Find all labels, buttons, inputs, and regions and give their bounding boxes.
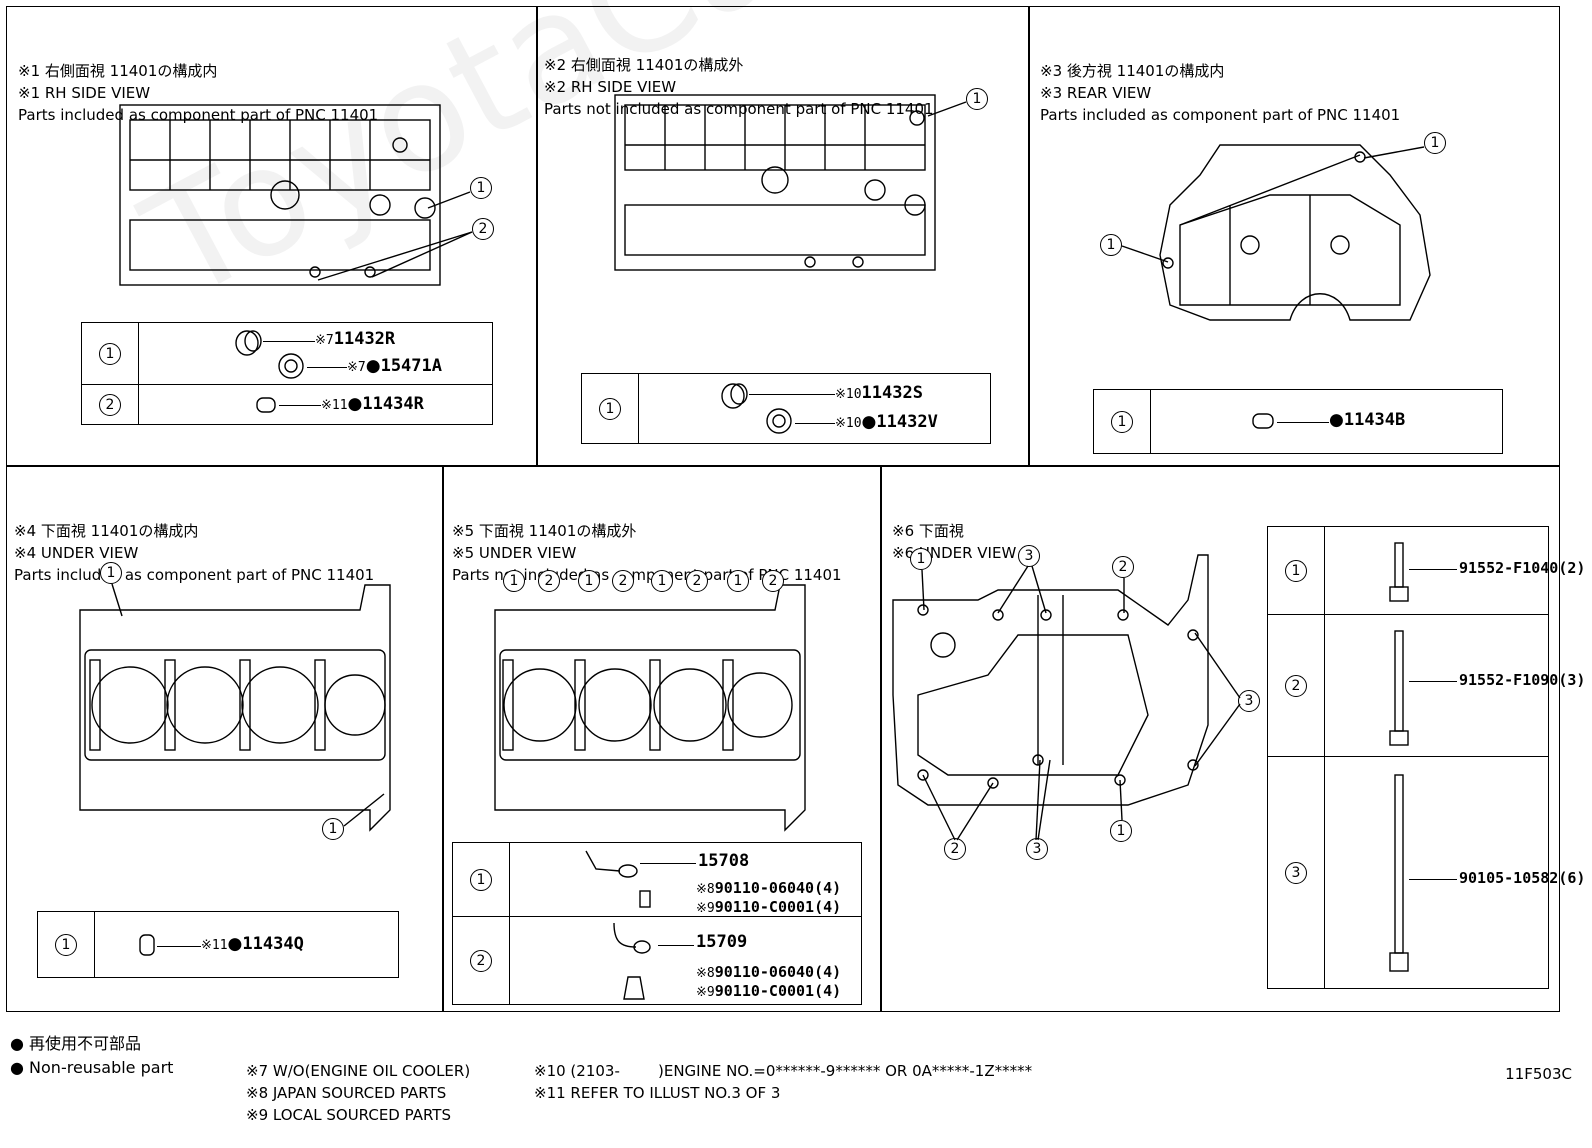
callout-1: 1 bbox=[727, 570, 749, 592]
part-number[interactable]: 15708 bbox=[698, 851, 750, 871]
panel-1-frame bbox=[6, 6, 538, 467]
callout-leaders-4 bbox=[111, 583, 385, 827]
callout-1: 1 bbox=[503, 570, 525, 592]
callout-2: 2 bbox=[944, 838, 966, 860]
bolt-icon bbox=[1389, 542, 1409, 602]
callout-1: 1 bbox=[1110, 820, 1132, 842]
plug-icon bbox=[235, 330, 262, 356]
parts-table-panel5: 1 15708 ※890110-06040(4) ※990110-C0001(4… bbox=[452, 842, 862, 1005]
footnotes-col1: ※7 W/O(ENGINE OIL COOLER)※8 JAPAN SOURCE… bbox=[246, 1062, 471, 1124]
part-number[interactable]: 90110-C0001(4) bbox=[714, 898, 842, 916]
callout-2: 2 bbox=[472, 218, 494, 240]
bolt-icon bbox=[1389, 774, 1409, 972]
row-number: 1 bbox=[1111, 410, 1133, 433]
callout-1: 1 bbox=[578, 570, 600, 592]
parts-table-panel3: 1 ●11434B bbox=[1093, 389, 1503, 454]
parts-table-panel4: 1 ※11●11434Q bbox=[37, 911, 399, 978]
engine-under-view-drawing-1 bbox=[79, 584, 391, 832]
part-number[interactable]: 15471A bbox=[380, 356, 442, 376]
part-number[interactable]: 11432R bbox=[333, 329, 396, 349]
row-number: 1 bbox=[99, 342, 121, 365]
callout-2: 2 bbox=[612, 570, 634, 592]
row-number: 1 bbox=[599, 397, 621, 420]
row-number: 1 bbox=[470, 868, 492, 891]
callout-1: 1 bbox=[322, 818, 344, 840]
footnotes-col2: ※10 (2103- )ENGINE NO.=0******-9****** O… bbox=[534, 1062, 1033, 1102]
callout-leaders-2 bbox=[927, 101, 967, 117]
callout-leaders-6 bbox=[921, 565, 1241, 841]
part-number[interactable]: 11434B bbox=[1343, 410, 1406, 430]
callout-1: 1 bbox=[1100, 234, 1122, 256]
callout-2: 2 bbox=[686, 570, 708, 592]
callout-leaders-3 bbox=[1121, 146, 1425, 263]
legend-en: ● Non-reusable part bbox=[10, 1058, 174, 1077]
engine-rh-side-drawing-1 bbox=[119, 104, 441, 286]
row-number: 3 bbox=[1285, 861, 1307, 884]
callout-leaders-1 bbox=[317, 191, 473, 281]
callout-2: 2 bbox=[1112, 556, 1134, 578]
part-number[interactable]: 91552-F1040(2) bbox=[1459, 559, 1586, 577]
parts-table-panel6: 1 91552-F1040(2) 2 91552-F1090(3) 3 9010… bbox=[1267, 526, 1585, 989]
plug-icon bbox=[721, 383, 748, 409]
row-number: 1 bbox=[55, 933, 77, 956]
part-number[interactable]: 11434Q bbox=[242, 934, 304, 954]
dowel-pin-icon bbox=[256, 397, 276, 413]
part-number[interactable]: 11432S bbox=[861, 383, 923, 403]
parts-table-panel1: 1 ※711432R ※7●15471A 2 ※11●11434R bbox=[81, 322, 493, 425]
part-number[interactable]: 91552-F1090(3) bbox=[1459, 671, 1586, 689]
bolt-icon bbox=[1389, 630, 1409, 746]
part-number[interactable]: 90110-06040(4) bbox=[714, 963, 842, 981]
callout-3: 3 bbox=[1238, 690, 1260, 712]
panel-6-frame bbox=[880, 465, 1560, 1012]
oil-jet-icon bbox=[613, 922, 651, 1000]
engine-rear-view-drawing bbox=[1159, 144, 1431, 321]
row-number: 2 bbox=[1285, 674, 1307, 697]
panel-2-frame bbox=[536, 6, 1030, 467]
callout-2: 2 bbox=[538, 570, 560, 592]
row-number: 1 bbox=[1285, 559, 1307, 582]
callout-1: 1 bbox=[100, 562, 122, 584]
dowel-pin-icon bbox=[1252, 413, 1274, 429]
panel-4-frame bbox=[6, 465, 444, 1012]
panel-3-frame bbox=[1028, 6, 1560, 467]
illustration-code: 11F503C bbox=[1505, 1065, 1572, 1083]
callout-1: 1 bbox=[910, 548, 932, 570]
legend: ● 再使用不可部品 ● Non-reusable part bbox=[10, 1032, 173, 1080]
parts-table-panel2: 1 ※1011432S ※10●11432V bbox=[581, 373, 991, 444]
row-number: 2 bbox=[99, 393, 121, 416]
row-number: 2 bbox=[470, 949, 492, 972]
washer-icon bbox=[766, 408, 792, 434]
part-number[interactable]: 90110-06040(4) bbox=[714, 879, 842, 897]
oil-jet-icon bbox=[585, 850, 651, 908]
callout-1: 1 bbox=[651, 570, 673, 592]
part-number[interactable]: 90105-10582(6) bbox=[1459, 869, 1586, 887]
dowel-pin-icon bbox=[139, 934, 155, 956]
oil-pan-under-view-drawing bbox=[892, 554, 1209, 806]
part-number[interactable]: 11432V bbox=[876, 412, 938, 432]
engine-rh-side-drawing-2 bbox=[614, 94, 936, 271]
panel-5-frame bbox=[442, 465, 882, 1012]
washer-icon bbox=[278, 353, 304, 379]
callout-3: 3 bbox=[1026, 838, 1048, 860]
engine-under-view-drawing-2 bbox=[494, 584, 806, 832]
callout-2: 2 bbox=[762, 570, 784, 592]
callout-1: 1 bbox=[966, 88, 988, 110]
callout-3: 3 bbox=[1018, 545, 1040, 567]
legend-jp: ● 再使用不可部品 bbox=[10, 1034, 142, 1053]
callout-1: 1 bbox=[1424, 132, 1446, 154]
callout-1: 1 bbox=[470, 177, 492, 199]
part-number[interactable]: 15709 bbox=[696, 932, 748, 952]
part-number[interactable]: 11434R bbox=[362, 394, 424, 414]
panel-6-header: ※6 下面視※6 UNDER VIEW bbox=[892, 522, 1017, 562]
part-number[interactable]: 90110-C0001(4) bbox=[714, 982, 842, 1000]
